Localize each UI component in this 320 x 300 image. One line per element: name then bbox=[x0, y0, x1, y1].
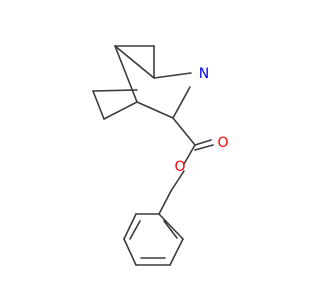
ester-oxygen-label: O bbox=[174, 159, 185, 175]
bond-benzene-4 bbox=[123, 238, 137, 266]
bond-benzene-2 bbox=[169, 238, 184, 266]
bond-oxygen-ch2 bbox=[170, 170, 185, 192]
molecule-diagram: N O O bbox=[92, 45, 229, 266]
bond-ester-oxygen bbox=[183, 144, 196, 165]
bond-ch2-benzene bbox=[158, 190, 172, 215]
bond-c-n bbox=[153, 72, 192, 79]
nitrogen-atom-label: N bbox=[199, 66, 209, 82]
bond-ring-ester-carbon bbox=[136, 101, 174, 119]
bond-carbonyl-oxygen-1 bbox=[194, 139, 212, 146]
bond-carbon-carbonyl bbox=[172, 117, 196, 146]
bond-bridge-diagonal bbox=[114, 45, 155, 79]
bond-bridge-center bbox=[114, 45, 138, 103]
bond-benzene-5 bbox=[123, 213, 137, 240]
bond-benzene-1 bbox=[158, 213, 184, 240]
molecule-structure: N O O bbox=[92, 45, 229, 266]
bond-left-upper bbox=[103, 101, 138, 120]
bond-carbonyl-oxygen-2 bbox=[194, 144, 214, 151]
carbonyl-oxygen-label: O bbox=[217, 135, 228, 151]
bond-ester-carbon-nitrogen bbox=[172, 86, 191, 119]
bond-benzene-inner-3 bbox=[129, 220, 141, 240]
bond-benzene-inner-1 bbox=[163, 220, 178, 239]
bond-left-vertical bbox=[92, 90, 105, 120]
bond-left-lower bbox=[92, 89, 138, 92]
